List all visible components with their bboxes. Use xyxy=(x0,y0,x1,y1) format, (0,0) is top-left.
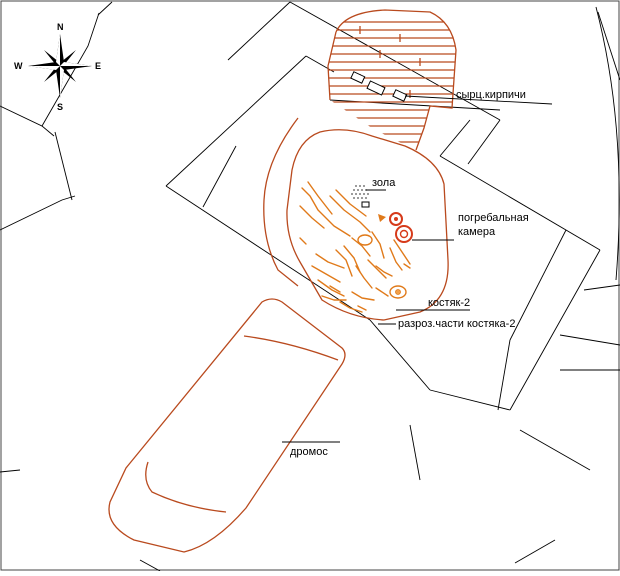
dromos-contour xyxy=(108,298,346,553)
compass-south-label: S xyxy=(57,102,63,112)
label-ash: зола xyxy=(372,177,396,189)
skeleton-2-bones xyxy=(299,181,411,313)
compass-rose: N S W E xyxy=(14,22,101,112)
ash-deposit xyxy=(351,185,369,199)
mudbrick-hatching xyxy=(328,21,456,143)
label-dromos: дромос xyxy=(290,446,328,458)
small-object xyxy=(361,201,370,208)
label-mudbricks: сырц.кирпичи xyxy=(456,89,526,101)
ring-objects xyxy=(378,212,413,243)
burial-chamber-contour xyxy=(263,9,457,321)
label-burial-chamber-line2: камера xyxy=(458,226,496,238)
compass-west-label: W xyxy=(14,61,23,71)
label-burial-chamber-line1: погребальная xyxy=(458,212,529,224)
label-skeleton-2: костяк-2 xyxy=(428,297,470,309)
mudbrick-blocks xyxy=(350,71,408,102)
label-scattered-parts: разроз.части костяка-2 xyxy=(398,318,515,330)
leader-lines xyxy=(282,95,553,443)
compass-north-label: N xyxy=(57,22,64,32)
compass-east-label: E xyxy=(95,61,101,71)
